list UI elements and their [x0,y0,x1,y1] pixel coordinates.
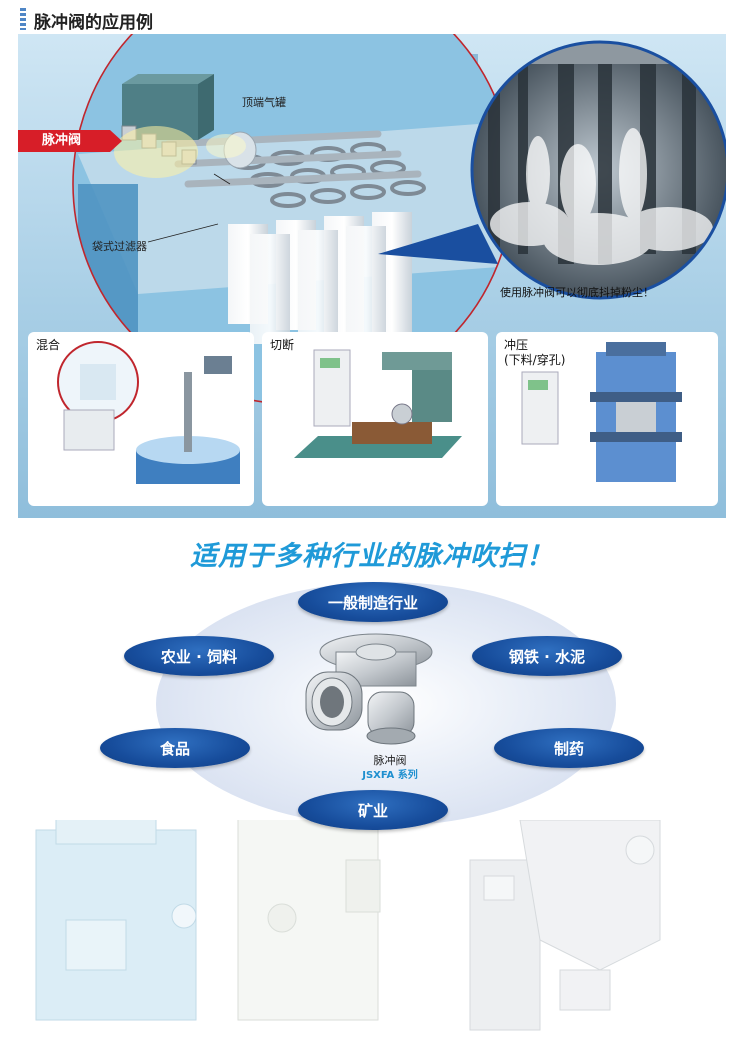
industry-badge-mining: 矿业 [298,790,448,830]
industry-badge-steel-cement: 钢铁 · 水泥 [472,636,622,676]
pulse-valve-tag: 脉冲阀 [18,130,122,152]
application-label-main: 冲压 [504,338,529,352]
product-series: JSXFA 系列 [362,770,418,781]
bag-filter-label: 袋式过滤器 [92,240,147,253]
mixing-illustration [57,341,240,484]
product-name: 脉冲阀 [373,754,407,767]
pulse-valve-image [305,633,433,745]
application-card-cutting: 切断 [262,332,488,506]
application-label: 冲压 (下料/穿孔) [504,338,565,368]
pressing-illustration [521,342,682,482]
section-header: 脉冲阀的应用例 [0,0,744,34]
application-panel: 脉冲阀 顶端气罐 袋式过滤器 使用脉冲阀可以彻底抖掉粉尘！ 混合 切断 [18,34,726,518]
slogan: 适用于多种行业的脉冲吹扫！ [190,541,554,572]
header-bar-icon [20,8,26,30]
application-label: 混合 [36,338,61,352]
dust-caption: 使用脉冲阀可以彻底抖掉粉尘！ [500,286,654,299]
industry-badge-food: 食品 [100,728,250,768]
page-title: 脉冲阀的应用例 [34,13,153,33]
application-label: 切断 [270,338,295,352]
tank-label: 顶端气罐 [242,96,286,109]
application-card-pressing: 冲压 (下料/穿孔) [496,332,718,506]
cutting-illustration [294,349,462,458]
application-label-sub: (下料/穿孔) [504,353,566,367]
industry-badge-agriculture-feed: 农业 · 饲料 [124,636,274,676]
dust-collector-illustration [72,34,726,405]
industry-badge-general-manufacturing: 一般制造行业 [298,582,448,622]
filter-bags [228,212,412,348]
equipment-illustrations [35,820,661,1031]
application-card-mixing: 混合 [28,332,254,506]
industry-badge-pharmaceutical: 制药 [494,728,644,768]
